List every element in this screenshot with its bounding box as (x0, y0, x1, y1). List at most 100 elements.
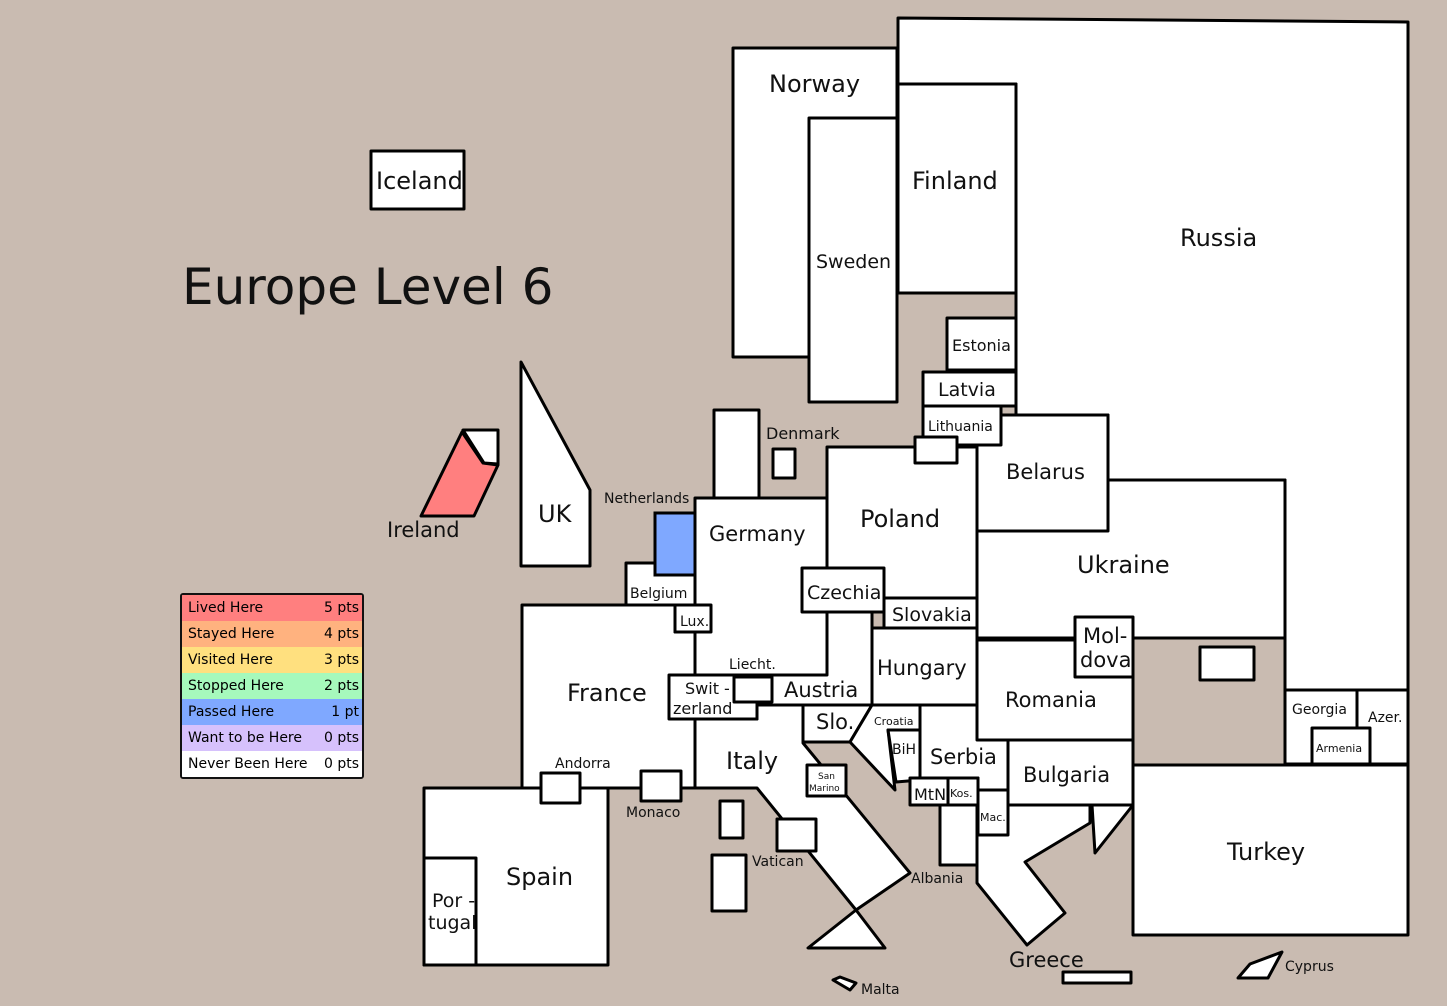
label-switzerland-2: zerland (673, 699, 732, 718)
label-ireland: Ireland (387, 518, 460, 542)
region-kaliningrad[interactable] (913, 435, 959, 465)
country-uk[interactable] (519, 360, 592, 568)
label-slovenia: Slo. (816, 710, 854, 734)
label-belgium: Belgium (630, 586, 687, 602)
country-sweden[interactable] (807, 116, 899, 404)
country-san-marino[interactable] (805, 763, 848, 798)
italy-sicily[interactable] (806, 908, 887, 950)
legend-label: Never Been Here (188, 756, 308, 772)
label-romania: Romania (1005, 688, 1097, 712)
label-vatican: Vatican (752, 854, 804, 870)
legend-points: 5 pts (323, 600, 359, 616)
country-malta[interactable] (831, 975, 858, 992)
label-kosovo: Kos. (950, 787, 973, 800)
label-moldova-1: Mol- (1083, 624, 1127, 648)
country-monaco[interactable] (639, 769, 683, 803)
label-lithuania: Lithuania (928, 419, 993, 435)
legend-row-want: Want to be Here 0 pts (182, 725, 362, 751)
ireland-fold (461, 428, 500, 466)
greece-crete[interactable] (1061, 970, 1133, 985)
country-slovakia[interactable] (882, 596, 979, 630)
legend-points: 4 pts (323, 626, 359, 642)
greece-thrace[interactable] (1090, 803, 1135, 855)
italy-sardinia[interactable] (710, 853, 748, 913)
label-iceland: Iceland (376, 167, 463, 195)
country-finland[interactable] (896, 82, 1018, 295)
country-andorra[interactable] (539, 771, 582, 805)
legend-label: Passed Here (188, 704, 275, 720)
label-croatia: Croatia (874, 715, 914, 728)
legend-label: Want to be Here (188, 730, 302, 746)
label-san-marino-2: Marino (809, 784, 840, 794)
legend-row-stayed: Stayed Here 4 pts (182, 621, 362, 647)
country-vatican[interactable] (775, 817, 818, 853)
label-portugal-1: Por - (432, 890, 475, 912)
country-portugal[interactable] (422, 856, 478, 967)
label-malta: Malta (861, 982, 900, 998)
label-uk: UK (538, 500, 573, 528)
label-norway: Norway (769, 70, 860, 98)
label-monaco: Monaco (626, 805, 680, 821)
denmark-island[interactable] (771, 447, 797, 480)
label-poland: Poland (860, 505, 940, 533)
legend-points: 0 pts (323, 730, 359, 746)
country-netherlands[interactable] (653, 511, 697, 577)
country-czechia[interactable] (800, 566, 886, 614)
label-ukraine: Ukraine (1077, 551, 1170, 579)
label-germany: Germany (709, 522, 806, 546)
legend-label: Stayed Here (188, 626, 275, 642)
label-denmark: Denmark (766, 424, 840, 443)
label-switzerland-1: Swit - (685, 679, 730, 698)
country-iceland[interactable] (369, 149, 466, 211)
label-armenia: Armenia (1316, 742, 1362, 755)
country-romania[interactable] (975, 638, 1135, 742)
label-sweden: Sweden (816, 251, 891, 273)
country-bulgaria[interactable] (1006, 738, 1135, 807)
label-bih: BiH (892, 742, 916, 758)
label-bulgaria: Bulgaria (1023, 763, 1110, 787)
label-albania: Albania (911, 871, 963, 887)
country-liechtenstein[interactable] (732, 675, 774, 704)
label-turkey: Turkey (1226, 838, 1305, 866)
country-moldova[interactable] (1073, 615, 1135, 679)
country-denmark[interactable] (712, 408, 761, 502)
label-finland: Finland (912, 167, 998, 195)
label-hungary: Hungary (877, 656, 967, 680)
country-greece[interactable] (975, 803, 1092, 947)
label-macedonia: Mac. (980, 811, 1006, 824)
page-title: Europe Level 6 (182, 258, 554, 316)
country-estonia[interactable] (945, 316, 1018, 372)
label-russia: Russia (1180, 224, 1257, 252)
label-spain: Spain (506, 863, 573, 891)
country-turkey[interactable] (1131, 763, 1410, 937)
label-netherlands: Netherlands (604, 491, 689, 507)
label-italy: Italy (726, 747, 778, 775)
legend-points: 3 pts (323, 652, 359, 668)
country-cyprus[interactable] (1236, 950, 1284, 980)
france-corsica[interactable] (718, 799, 745, 840)
label-san-marino-1: San (818, 772, 835, 782)
label-austria: Austria (784, 678, 858, 702)
label-slovakia: Slovakia (892, 604, 972, 626)
label-luxembourg: Lux. (680, 614, 709, 630)
label-czechia: Czechia (807, 582, 881, 604)
region-crimea[interactable] (1198, 645, 1256, 682)
label-azerbaijan: Azer. (1368, 710, 1402, 726)
legend-label: Stopped Here (188, 678, 284, 694)
label-montenegro: MtN (914, 785, 946, 804)
country-latvia[interactable] (921, 370, 1018, 408)
country-albania[interactable] (938, 803, 979, 867)
label-estonia: Estonia (952, 336, 1011, 355)
legend-label: Visited Here (188, 652, 273, 668)
label-belarus: Belarus (1006, 460, 1085, 484)
label-portugal-2: tugal (428, 912, 476, 934)
label-andorra: Andorra (555, 756, 611, 772)
country-luxembourg[interactable] (673, 603, 713, 634)
label-cyprus: Cyprus (1285, 959, 1334, 975)
